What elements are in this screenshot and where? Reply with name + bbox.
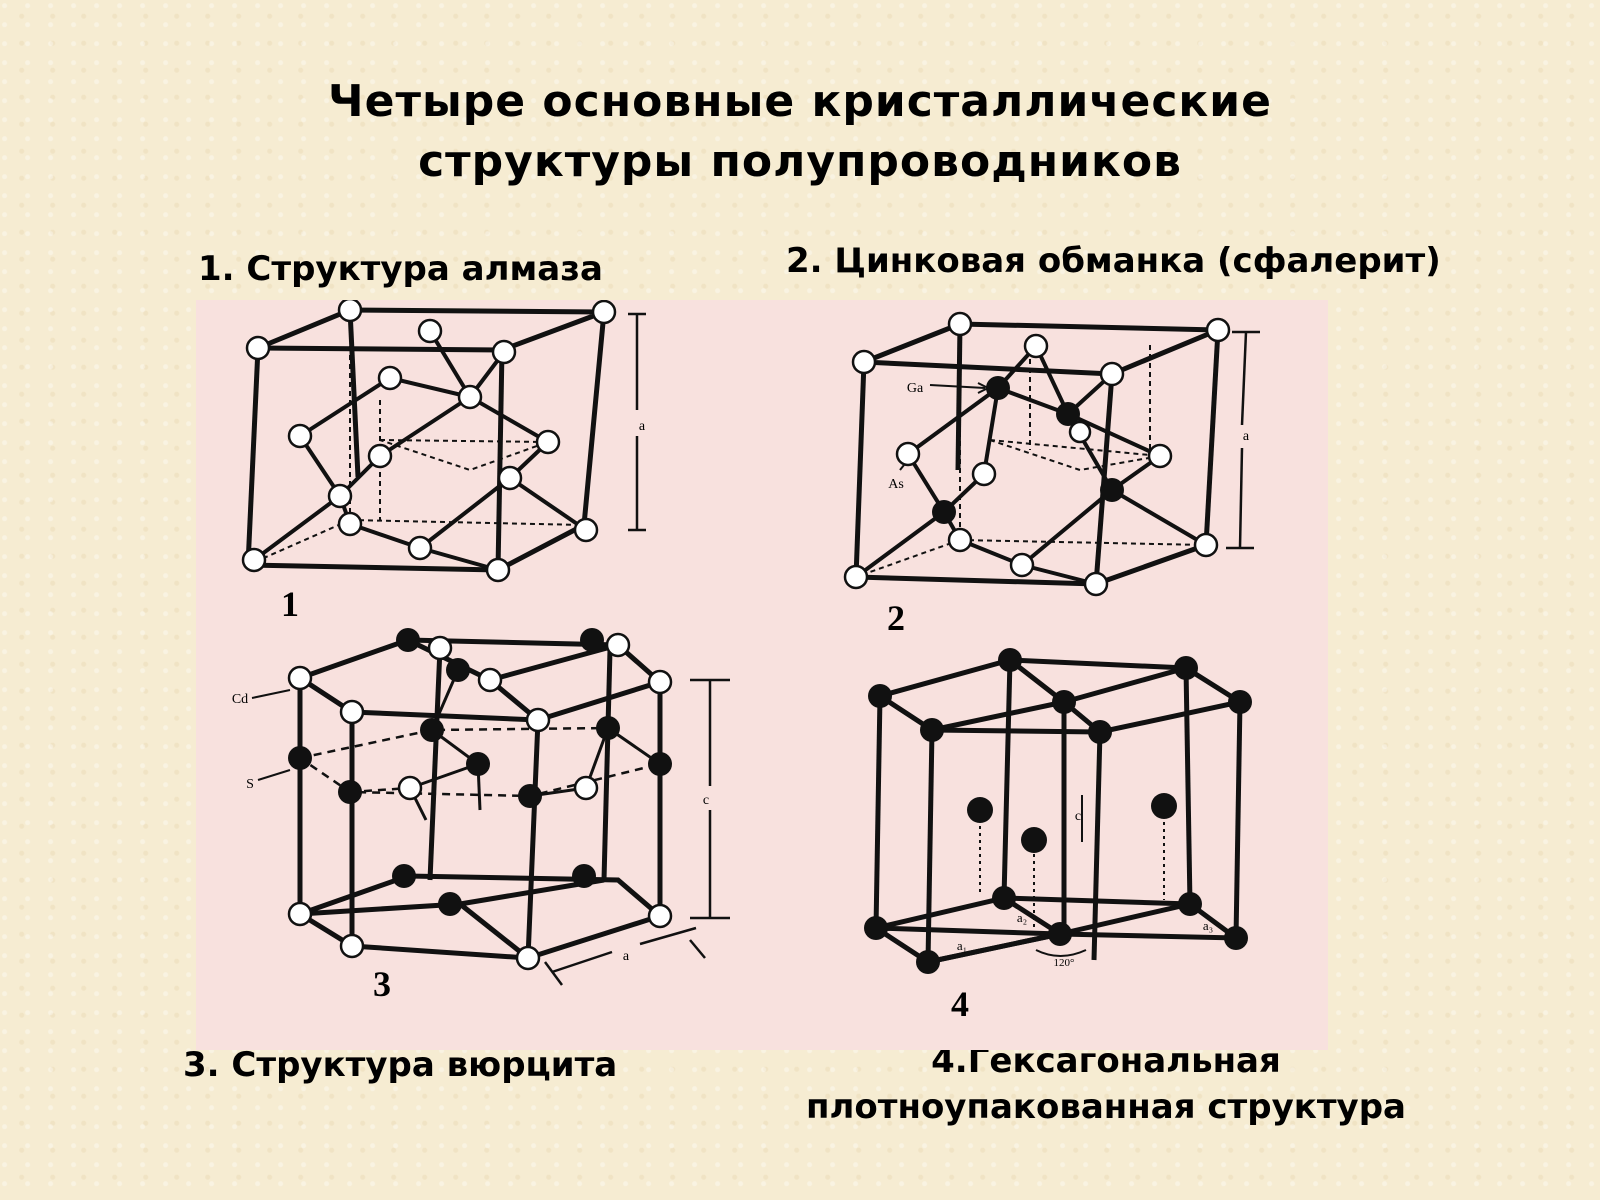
caption-wurtzite: 3. Структура вюрцита	[183, 1045, 618, 1085]
lattice-constant-c-label: c	[703, 793, 709, 808]
zincblende-black-atoms	[932, 376, 1124, 524]
caption-hcp: 4.Гексагональная плотноупакованная струк…	[806, 1041, 1406, 1127]
label-ga: Ga	[907, 381, 924, 396]
label-as: As	[888, 477, 904, 492]
lattice-constant-c-label-4: c	[1075, 809, 1081, 824]
lattice-constant-a-label: a	[639, 419, 646, 434]
diagram-number-3: 3	[373, 964, 391, 1004]
lattice-constant-a-label-2: a	[1243, 429, 1250, 444]
title-line-1: Четыре основные кристаллические	[328, 76, 1272, 127]
diagram-number-4: 4	[951, 984, 969, 1024]
cube-edge	[581, 311, 607, 526]
cube-edge	[245, 347, 261, 566]
label-a2: a₂	[1017, 910, 1027, 925]
label-s: S	[246, 777, 254, 792]
diagram-number-1: 1	[281, 584, 299, 624]
wurtzite-black-atoms	[288, 628, 672, 916]
angle-label: 120°	[1054, 957, 1075, 969]
title-line-2: структуры полупроводников	[418, 136, 1182, 187]
diamond-atoms	[241, 300, 617, 583]
crystal-structures-figure: a 1	[196, 300, 1328, 1050]
cube-edge	[853, 361, 867, 578]
slide-title: Четыре основные кристаллические структур…	[0, 72, 1600, 192]
figure-panel	[196, 300, 1328, 1050]
label-a3: a₃	[1203, 918, 1213, 933]
caption-diamond: 1. Структура алмаза	[198, 249, 603, 289]
diagram-number-2: 2	[887, 598, 905, 638]
label-cd: Cd	[232, 692, 248, 707]
caption-zincblende: 2. Цинковая обманка (сфалерит)	[786, 241, 1441, 281]
cube-edge	[347, 309, 361, 478]
cube-edge	[1203, 329, 1221, 546]
wurtzite-white-atoms	[287, 632, 673, 971]
label-a1: a₁	[957, 938, 967, 953]
zincblende-white-atoms	[843, 311, 1231, 597]
lattice-constant-a-label-3: a	[623, 949, 630, 964]
hcp-lattice-diagram	[873, 657, 1247, 965]
hcp-atoms	[864, 648, 1252, 974]
